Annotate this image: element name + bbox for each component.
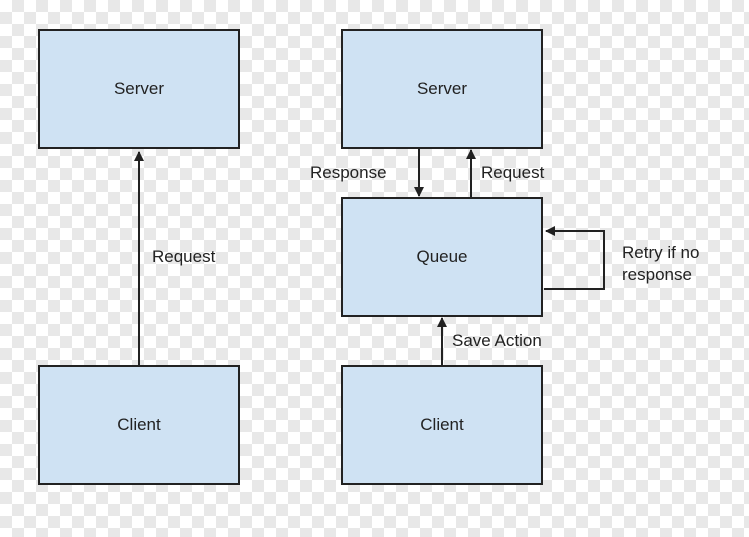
- retry-label-line2: response: [622, 265, 692, 284]
- retry-loop-arrow: [544, 226, 605, 290]
- left-request-label: Request: [152, 247, 216, 266]
- left-client-label: Client: [117, 415, 161, 434]
- right-client-box: Client: [341, 365, 543, 485]
- left-server-box: Server: [38, 29, 240, 149]
- retry-label-line1: Retry if no: [622, 243, 700, 262]
- right-request-label: Request: [481, 163, 545, 182]
- queue-box: Queue: [341, 197, 543, 317]
- right-server-label: Server: [416, 79, 468, 98]
- left-server-label: Server: [113, 79, 165, 98]
- right-server-box: Server: [341, 29, 543, 149]
- left-client-box: Client: [38, 365, 240, 485]
- response-label: Response: [310, 163, 387, 182]
- save-action-label: Save Action: [452, 331, 542, 350]
- queue-label: Queue: [416, 247, 468, 266]
- right-client-label: Client: [420, 415, 464, 434]
